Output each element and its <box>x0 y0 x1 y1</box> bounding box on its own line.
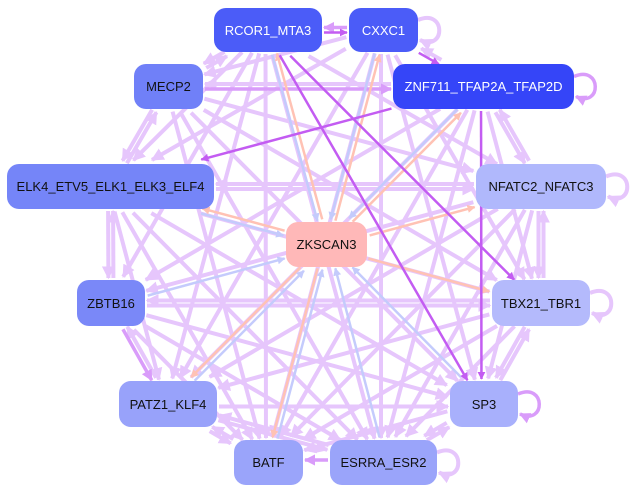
edge <box>208 207 499 379</box>
edge <box>498 328 531 382</box>
self-loop-edge <box>417 16 442 51</box>
node-zbtb16[interactable]: ZBTB16 <box>77 280 145 326</box>
edge <box>351 266 462 379</box>
edge <box>270 268 319 439</box>
node-tbx21-tbr1[interactable]: TBX21_TBR1 <box>492 280 590 326</box>
edge <box>278 54 469 381</box>
edge <box>274 52 324 220</box>
edge <box>278 108 470 438</box>
node-sp3[interactable]: SP3 <box>450 381 518 427</box>
edge <box>121 328 154 382</box>
edge <box>193 269 305 382</box>
edge <box>289 54 516 281</box>
edge <box>200 212 285 238</box>
edge <box>333 267 381 438</box>
edge <box>270 54 320 222</box>
node-elk4-etv5-elk1-elk3-elf4[interactable]: ELK4_ETV5_ELK1_ELK3_ELF4 <box>7 164 214 209</box>
node-mecp2[interactable]: MECP2 <box>134 64 203 109</box>
edge <box>202 108 498 282</box>
edge <box>420 46 443 62</box>
node-batf[interactable]: BATF <box>234 440 303 485</box>
edge <box>150 47 347 162</box>
edge <box>423 421 448 438</box>
edge <box>178 51 370 379</box>
edge <box>125 111 159 165</box>
edge <box>190 266 302 379</box>
node-znf711-tfap2a-tfap2d[interactable]: ZNF711_TFAP2A_TFAP2D <box>393 64 574 109</box>
edge <box>276 268 325 439</box>
edge <box>334 53 382 221</box>
self-loop-edge <box>517 390 541 424</box>
node-patz1-klf4[interactable]: PATZ1_KLF4 <box>119 381 217 427</box>
edge <box>201 206 285 232</box>
edge <box>351 111 462 223</box>
edge <box>369 205 476 237</box>
edge <box>217 312 490 391</box>
edge <box>144 107 442 282</box>
edge <box>120 108 154 162</box>
node-rcor1-mta3[interactable]: RCOR1_MTA3 <box>214 8 322 52</box>
self-loop-edge <box>589 289 614 324</box>
edge <box>289 207 517 438</box>
edge <box>498 108 531 162</box>
edge <box>368 257 491 294</box>
node-nfatc2-nfatc3[interactable]: NFATC2_NFATC3 <box>476 164 606 209</box>
edge <box>303 409 448 454</box>
edge <box>144 324 342 442</box>
edge <box>131 211 359 442</box>
edge <box>200 107 392 162</box>
self-loop-edge <box>605 172 630 208</box>
edge <box>328 53 376 221</box>
edge <box>178 111 370 441</box>
node-zkscan3[interactable]: ZKSCAN3 <box>286 222 367 267</box>
edge <box>203 96 475 175</box>
self-loop-edge <box>436 448 461 484</box>
edge <box>425 425 451 442</box>
edge <box>302 324 499 441</box>
edge <box>418 51 440 66</box>
node-esrra-esr2[interactable]: ESRRA_ESR2 <box>330 440 437 485</box>
node-cxxc1[interactable]: CXXC1 <box>349 8 418 52</box>
edge <box>147 256 286 297</box>
edge <box>348 108 459 220</box>
edge <box>211 425 235 441</box>
self-loop-edge <box>573 72 597 106</box>
